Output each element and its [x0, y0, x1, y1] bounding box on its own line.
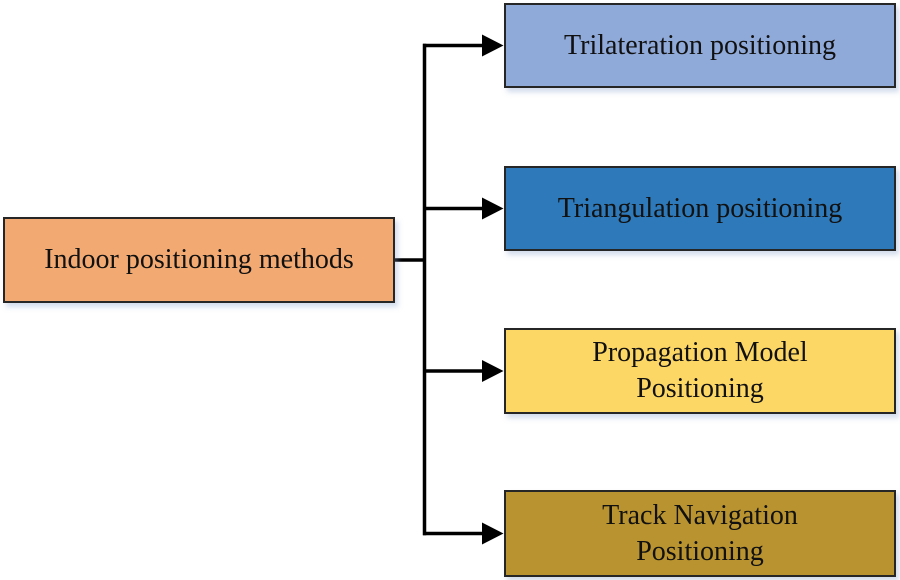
branch-node-label-line2: Positioning [636, 535, 764, 567]
branch-node-label: Triangulation positioning [557, 192, 843, 224]
root-node-indoor-positioning-methods: Indoor positioning methods [3, 217, 395, 303]
branch-node-triangulation-positioning: Triangulation positioning [504, 166, 896, 251]
branch-node-label: Trilateration positioning [564, 29, 836, 61]
branch-node-track-navigation-positioning: Track Navigation Positioning [504, 490, 896, 577]
arrowhead-propagation [482, 360, 504, 382]
branch-node-label-line1: Track Navigation [602, 499, 798, 531]
arrowhead-trilateration [482, 34, 504, 57]
root-node-label: Indoor positioning methods [44, 244, 354, 276]
arrowhead-track [482, 522, 504, 545]
branch-node-propagation-model-positioning: Propagation Model Positioning [504, 328, 896, 414]
arrowhead-triangulation [482, 197, 504, 220]
branch-node-trilateration-positioning: Trilateration positioning [504, 3, 896, 88]
branch-node-label-line2: Positioning [636, 373, 764, 404]
branch-node-label-line1: Propagation Model [592, 337, 808, 369]
